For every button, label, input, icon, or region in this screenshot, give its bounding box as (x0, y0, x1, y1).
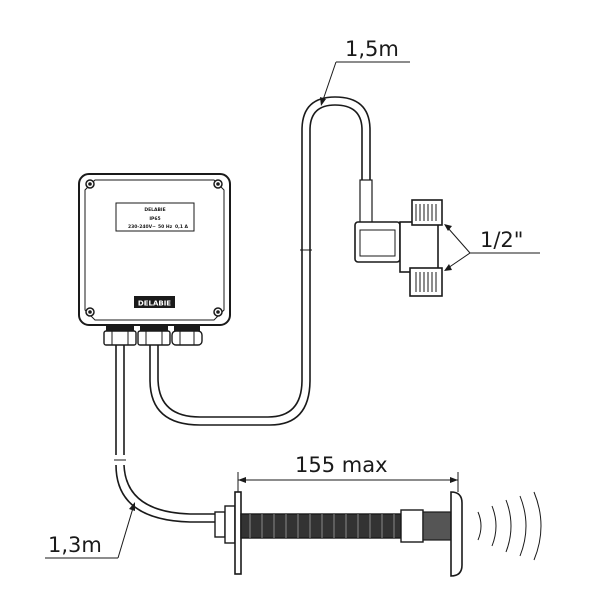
sensor-tube (214, 491, 542, 577)
label-valve-thread: 1/2" (480, 228, 523, 252)
control-box: DELABIE IP65 230-240V~ 50 Hz 0,1 A DELAB… (78, 173, 231, 346)
cable-to-sensor (114, 345, 225, 523)
box-rating-frequency: 50 Hz (158, 224, 173, 230)
box-brand: DELABIE (144, 207, 165, 213)
cable-glands (103, 325, 203, 346)
label-valve-cable-length: 1,5m (345, 37, 399, 61)
cable-to-valve (149, 96, 373, 426)
box-protection: IP65 (149, 216, 160, 222)
box-rating-current: 0,1 A (175, 224, 189, 230)
box-nameplate: DELABIE (138, 300, 171, 308)
detection-waves (477, 491, 542, 561)
box-rating-voltage: 230-240V~ (128, 224, 156, 230)
solenoid-valve (354, 199, 443, 297)
label-sensor-cable-length: 1,3m (48, 533, 102, 557)
dimension-annotations (45, 61, 540, 559)
label-sensor-length: 155 max (295, 453, 388, 477)
